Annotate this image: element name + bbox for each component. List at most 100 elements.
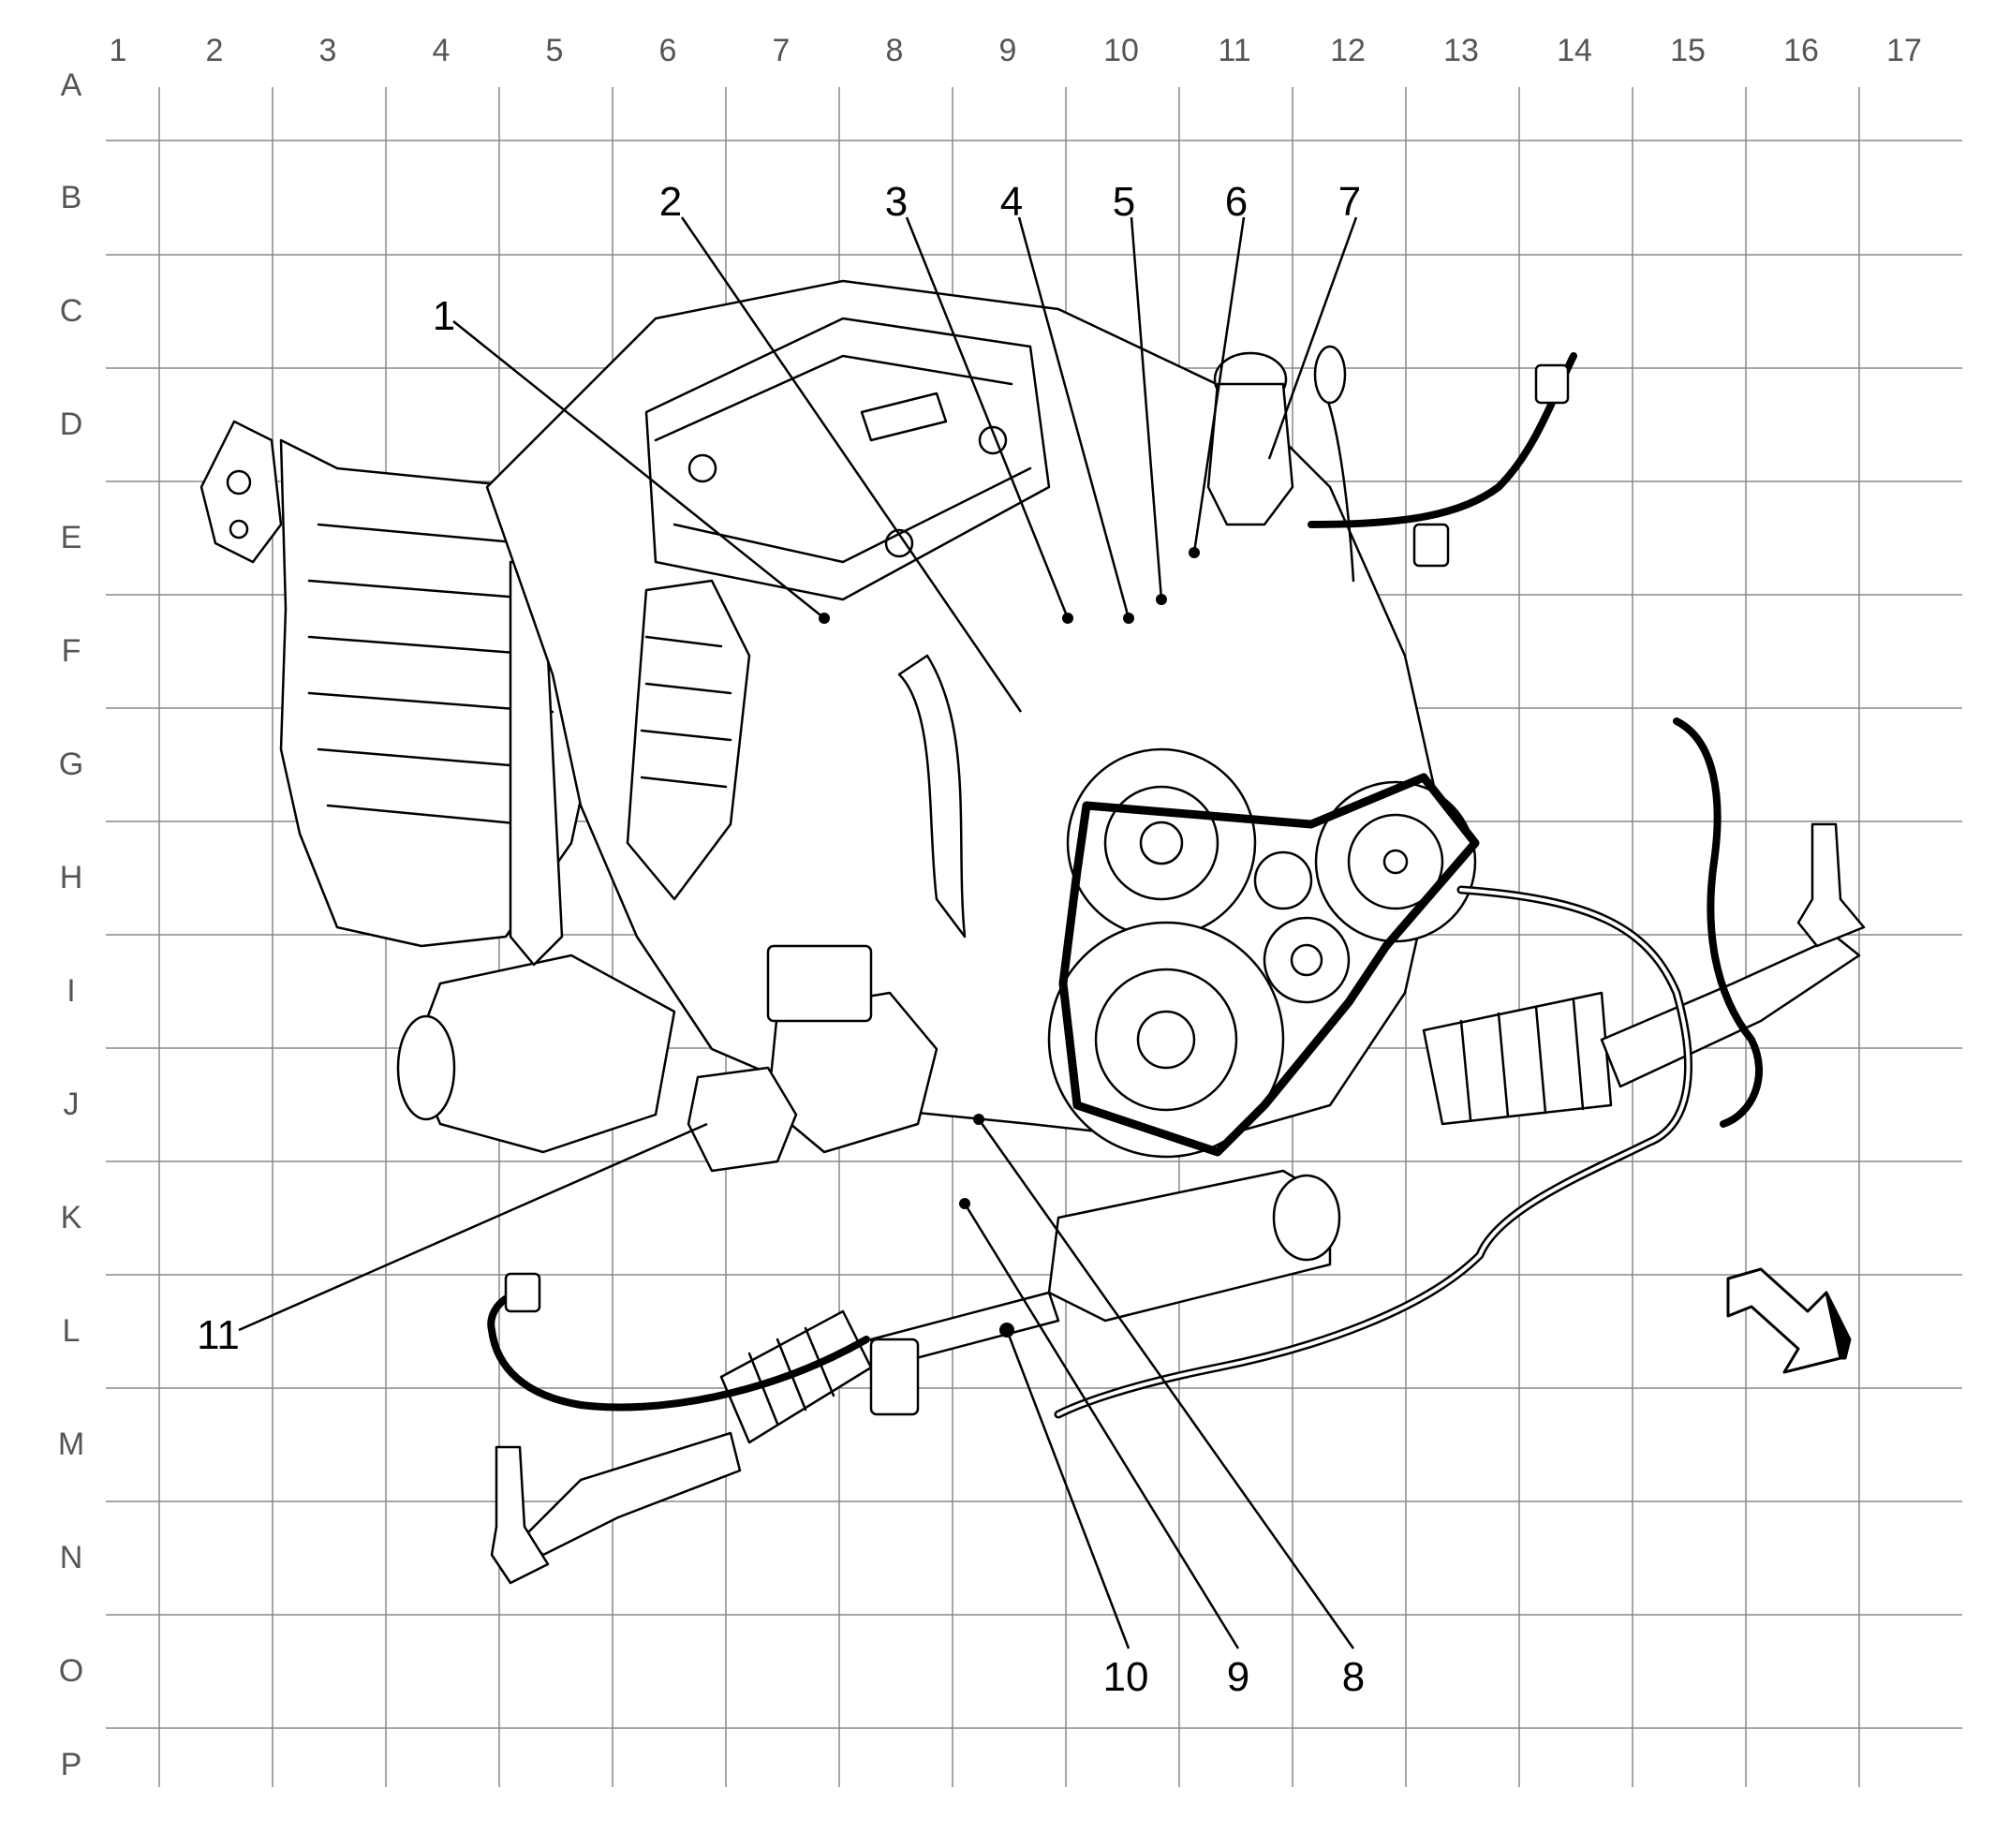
leader-line-9 [963,1203,1240,1649]
steering-rack-boot-ribs [1459,998,1585,1121]
sensor-housing-11 [687,1066,798,1173]
dipstick-handle [1313,345,1347,405]
wiring-harness-far-right [1673,717,1763,1128]
callout-target-dot [999,1323,1014,1338]
leader-line-11 [238,1122,708,1332]
callout-6: 6 [1225,179,1248,225]
column-label: 16 [1783,33,1819,68]
callout-4: 4 [1000,179,1023,225]
callout-9: 9 [1227,1654,1249,1700]
column-label: 9 [999,33,1017,68]
callout-target-dot [959,1198,970,1209]
row-label: E [61,520,82,555]
callout-1: 1 [433,293,455,339]
arrow-body [1726,1267,1842,1374]
row-label: H [60,860,83,895]
harness-connector [504,1272,541,1313]
cover-logo [860,392,948,442]
row-label: N [60,1540,83,1575]
tie-rod-end-left [523,1431,742,1557]
row-label: P [61,1747,82,1782]
serpentine-belt [1058,773,1480,1157]
row-label: F [62,633,81,669]
flange-bolt [226,469,252,495]
callout-labels: 1 2 3 4 5 6 7 8 9 10 11 [197,179,1365,1700]
transmission-ribs [307,523,554,826]
callout-leader-lines [238,216,1358,1649]
column-label: 3 [319,33,337,68]
leader-line-4 [1017,216,1130,619]
callout-8: 8 [1342,1654,1365,1700]
row-label: G [59,747,83,782]
callout-3: 3 [885,179,908,225]
leader-line-8 [977,1118,1355,1649]
flange-bolt [229,519,249,540]
air-intake-tube [626,579,751,901]
column-label: 11 [1218,33,1250,68]
wiring-harness-right-inner [1057,888,1691,1416]
row-label: L [63,1313,81,1349]
callout-10: 10 [1103,1654,1149,1700]
callout-5: 5 [1113,179,1135,225]
callout-target-dot [1156,594,1167,605]
tie-rod-ball-stud-left [490,1445,550,1585]
column-label: 8 [886,33,904,68]
cover-edges [654,354,1032,564]
callout-target-dot [819,613,830,624]
steering-rack-boot-right [1422,991,1613,1126]
column-label: 17 [1886,33,1922,68]
column-label: 5 [546,33,564,68]
row-label: O [59,1653,83,1689]
callout-target-dot [1062,613,1073,624]
callout-2: 2 [659,179,682,225]
water-pump-pulley-center [1139,821,1184,865]
callout-7: 7 [1338,179,1361,225]
column-label: 4 [433,33,451,68]
column-label: 15 [1670,33,1706,68]
starter-solenoid [1272,1174,1341,1262]
row-label: K [61,1200,82,1235]
harness-connector [1412,523,1450,568]
coolant-reservoir [1206,382,1294,526]
row-label: M [58,1427,84,1462]
intake-tube-ribs [640,635,732,789]
row-label: C [60,293,83,329]
converter-inlet [396,1014,456,1121]
leader-line-1 [452,320,825,619]
leader-line-3 [905,216,1070,619]
row-label: I [66,973,75,1009]
callout-target-dot [1189,547,1200,558]
wiring-harness-upper-right [1308,352,1577,528]
row-label: J [64,1087,80,1122]
column-label: 1 [110,33,127,68]
leader-line-7 [1267,216,1358,460]
harness-connector [1534,363,1570,405]
row-labels: A B C D E F G H I J K L M N O P [58,67,84,1782]
row-label: B [61,180,82,215]
callout-target-dot [973,1114,984,1125]
column-label: 14 [1557,33,1592,68]
leader-line-5 [1130,216,1163,600]
callout-target-dot [1123,613,1134,624]
crankshaft-balancer-center [1136,1010,1196,1070]
idler-pulley-center [1290,943,1323,977]
tensioner-pulley [1253,850,1313,910]
column-labels: 1 2 3 4 5 6 7 8 9 10 11 12 13 14 15 16 1… [110,33,1922,68]
cover-fastener [687,453,717,483]
row-label: D [60,407,83,442]
column-label: 6 [659,33,677,68]
engine-assembly-illustration [200,279,1866,1585]
column-label: 12 [1330,33,1366,68]
leader-line-6 [1192,216,1246,554]
fuse-relay-block [766,944,873,1023]
wiring-harness-left [487,1289,870,1412]
front-direction-arrow-icon [1726,1267,1852,1374]
column-label: 7 [773,33,791,68]
steering-rack-boot-left [719,1309,873,1444]
upper-radiator-hose [897,654,967,939]
harness-connector [869,1338,920,1416]
dipstick-tube [1323,392,1355,583]
callout-targets [819,547,1200,1338]
